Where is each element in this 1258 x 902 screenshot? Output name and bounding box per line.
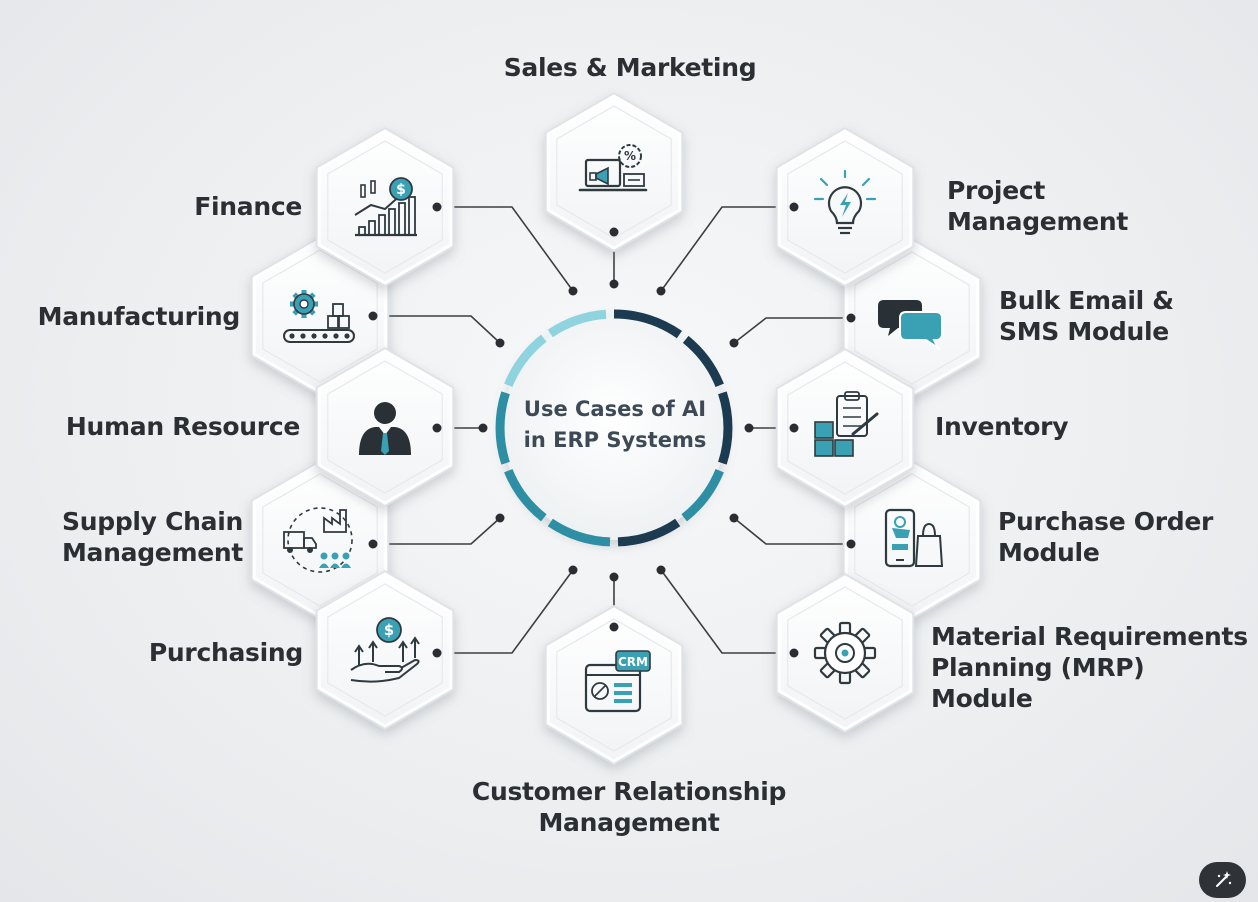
inventory-clipboard-icon: [814, 391, 879, 457]
dot-inner-manufacturing: [495, 338, 505, 348]
ring-segment-3: [681, 468, 724, 522]
connector-manufacturing: [373, 315, 501, 344]
dot-outer-finance: [432, 202, 442, 212]
ring-segment-4: [617, 518, 681, 547]
center-title: Use Cases of AI in ERP Systems: [515, 394, 715, 456]
dot-outer-supply: [368, 539, 378, 549]
label-purchasing: Purchasing: [148, 638, 303, 667]
dot-inner-purchase_order: [729, 513, 739, 523]
dot-outer-project: [789, 202, 799, 212]
connector-mrp: [660, 569, 794, 654]
dot-outer-manufacturing: [368, 311, 378, 321]
dot-outer-hr: [432, 423, 442, 433]
ring-segment-0: [613, 309, 682, 339]
label-finance: Finance: [194, 192, 302, 221]
ring-segment-5: [547, 518, 611, 547]
connector-project: [660, 206, 794, 292]
dot-outer-sales: [609, 227, 619, 237]
gear-icon: [813, 621, 877, 685]
label-bulk-email-sms: Bulk Email & SMS Module: [999, 286, 1174, 346]
connector-finance: [437, 206, 574, 292]
ring-segment-7: [495, 391, 510, 465]
ring-segment-6: [504, 468, 547, 522]
connector-supply: [373, 517, 501, 545]
label-inventory: Inventory: [935, 412, 1069, 441]
dot-inner-mrp: [656, 565, 666, 575]
hex-finance: $: [315, 127, 455, 287]
supply-chain-icon: [283, 507, 353, 573]
connector-purchasing: [437, 569, 574, 654]
dot-outer-inventory: [789, 423, 799, 433]
svg-text:CRM: CRM: [618, 655, 648, 669]
svg-text:%: %: [624, 149, 636, 163]
dot-inner-finance: [568, 286, 578, 296]
connector-lines: [373, 206, 851, 654]
dot-inner-sales: [609, 279, 619, 289]
hex-inventory: [775, 348, 915, 508]
magic-wand-icon: [1215, 871, 1231, 887]
label-sales-marketing: Sales & Marketing: [503, 53, 757, 82]
dot-outer-purchasing: [432, 648, 442, 658]
hex-manufacturing: [250, 236, 390, 396]
dot-inner-email: [729, 338, 739, 348]
hex-crm: CRM: [544, 605, 684, 765]
svg-text:$: $: [396, 182, 406, 198]
dot-inner-crm: [609, 572, 619, 582]
finance-growth-icon: $: [354, 177, 417, 237]
hex-email: [842, 238, 982, 398]
center-title-line-2: in ERP Systems: [523, 428, 707, 452]
label-project-management: Project Management: [947, 176, 1129, 236]
svg-text:$: $: [384, 621, 394, 639]
label-mrp: Material Requirements Planning (MRP) Mod…: [931, 622, 1248, 713]
label-human-resource: Human Resource: [65, 412, 300, 441]
crm-icon: CRM: [584, 650, 651, 713]
magic-edit-button[interactable]: [1199, 862, 1246, 898]
dot-outer-mrp: [789, 648, 799, 658]
hex-project: [775, 127, 915, 287]
hex-purchasing: $: [315, 570, 455, 730]
person-icon: [359, 402, 411, 455]
connector-dots: [368, 202, 856, 658]
sales-marketing-icon: %: [578, 144, 648, 192]
center-circle: [502, 316, 726, 540]
hex-mrp: [775, 573, 915, 733]
ring-segment-8: [504, 334, 547, 388]
ring-segment-2: [718, 391, 733, 465]
connector-email: [733, 317, 851, 344]
manufacturing-conveyor-icon: [283, 290, 355, 343]
hex-purchase_order: [842, 460, 982, 620]
dot-outer-email: [846, 313, 856, 323]
mobile-shopping-icon: [884, 508, 944, 568]
dot-outer-crm: [609, 622, 619, 632]
dot-inner-purchasing: [568, 565, 578, 575]
hexagon-tiles: $ $% CRM: [250, 92, 982, 765]
dot-inner-project: [656, 286, 666, 296]
ring-segment-9: [547, 309, 607, 338]
lightbulb-icon: [813, 169, 877, 235]
dot-inner-hr: [478, 423, 488, 433]
dot-outer-purchase_order: [846, 539, 856, 549]
center-ring: [495, 309, 733, 547]
hex-sales: %: [544, 92, 684, 252]
label-supply-chain: Supply Chain Management: [61, 507, 244, 567]
dot-inner-inventory: [744, 423, 754, 433]
chat-bubbles-icon: [878, 300, 943, 351]
label-purchase-order: Purchase Order Module: [998, 507, 1214, 567]
dot-inner-supply: [495, 513, 505, 523]
connector-purchase_order: [733, 517, 851, 545]
ring-segment-1: [682, 335, 724, 388]
purchasing-hand-coin-icon: $: [350, 617, 420, 683]
center-title-line-1: Use Cases of AI: [523, 397, 707, 421]
label-manufacturing: Manufacturing: [37, 302, 241, 331]
hex-hr: [315, 347, 455, 507]
label-crm: Customer Relationship Management: [471, 777, 787, 837]
